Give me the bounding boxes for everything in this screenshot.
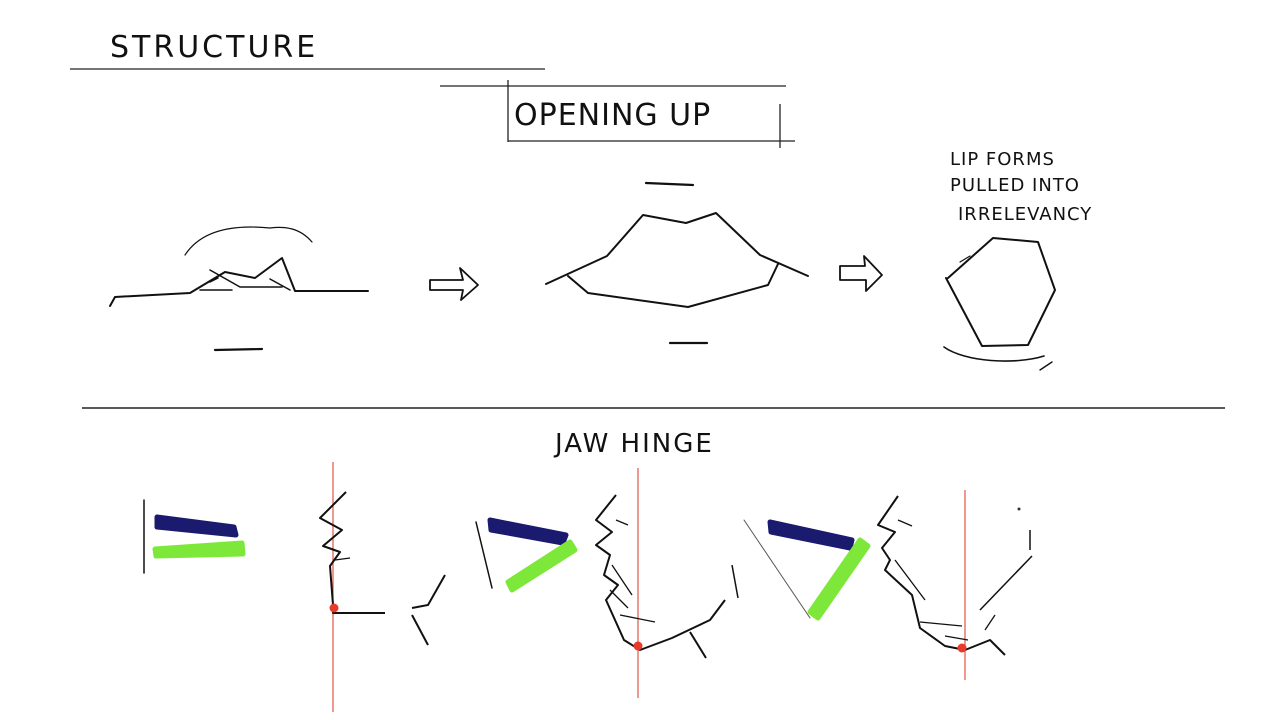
lip-forms-note-line3: IRRELEVANCY — [958, 204, 1092, 225]
face-profile-open — [877, 490, 1033, 680]
lip-forms-note-line2: PULLED INTO — [950, 175, 1080, 196]
arrow-right-icon — [839, 255, 883, 292]
hinge-angle-half-open — [475, 517, 578, 593]
hinge-angle-closed — [143, 499, 246, 574]
closed-mouth-sketch — [109, 226, 369, 352]
face-profile-closed — [319, 462, 446, 712]
open-mouth-sketch — [943, 237, 1056, 371]
opening-up-box — [440, 80, 795, 148]
hinge-point — [329, 603, 339, 613]
hinge-angle-open — [743, 519, 871, 621]
structure-title: STRUCTURE — [110, 30, 318, 65]
opening-up-label: OPENING UP — [514, 98, 711, 133]
speck — [1017, 507, 1021, 511]
arrow-right-icon — [429, 267, 479, 301]
jaw-hinge-label: JAW HINGE — [553, 429, 714, 459]
face-profile-half-open — [595, 468, 739, 698]
opening-mouth-sketch — [545, 181, 809, 345]
hinge-point — [957, 643, 967, 653]
lip-forms-note-line1: LIP FORMS — [950, 149, 1055, 170]
hinge-point — [633, 641, 643, 651]
